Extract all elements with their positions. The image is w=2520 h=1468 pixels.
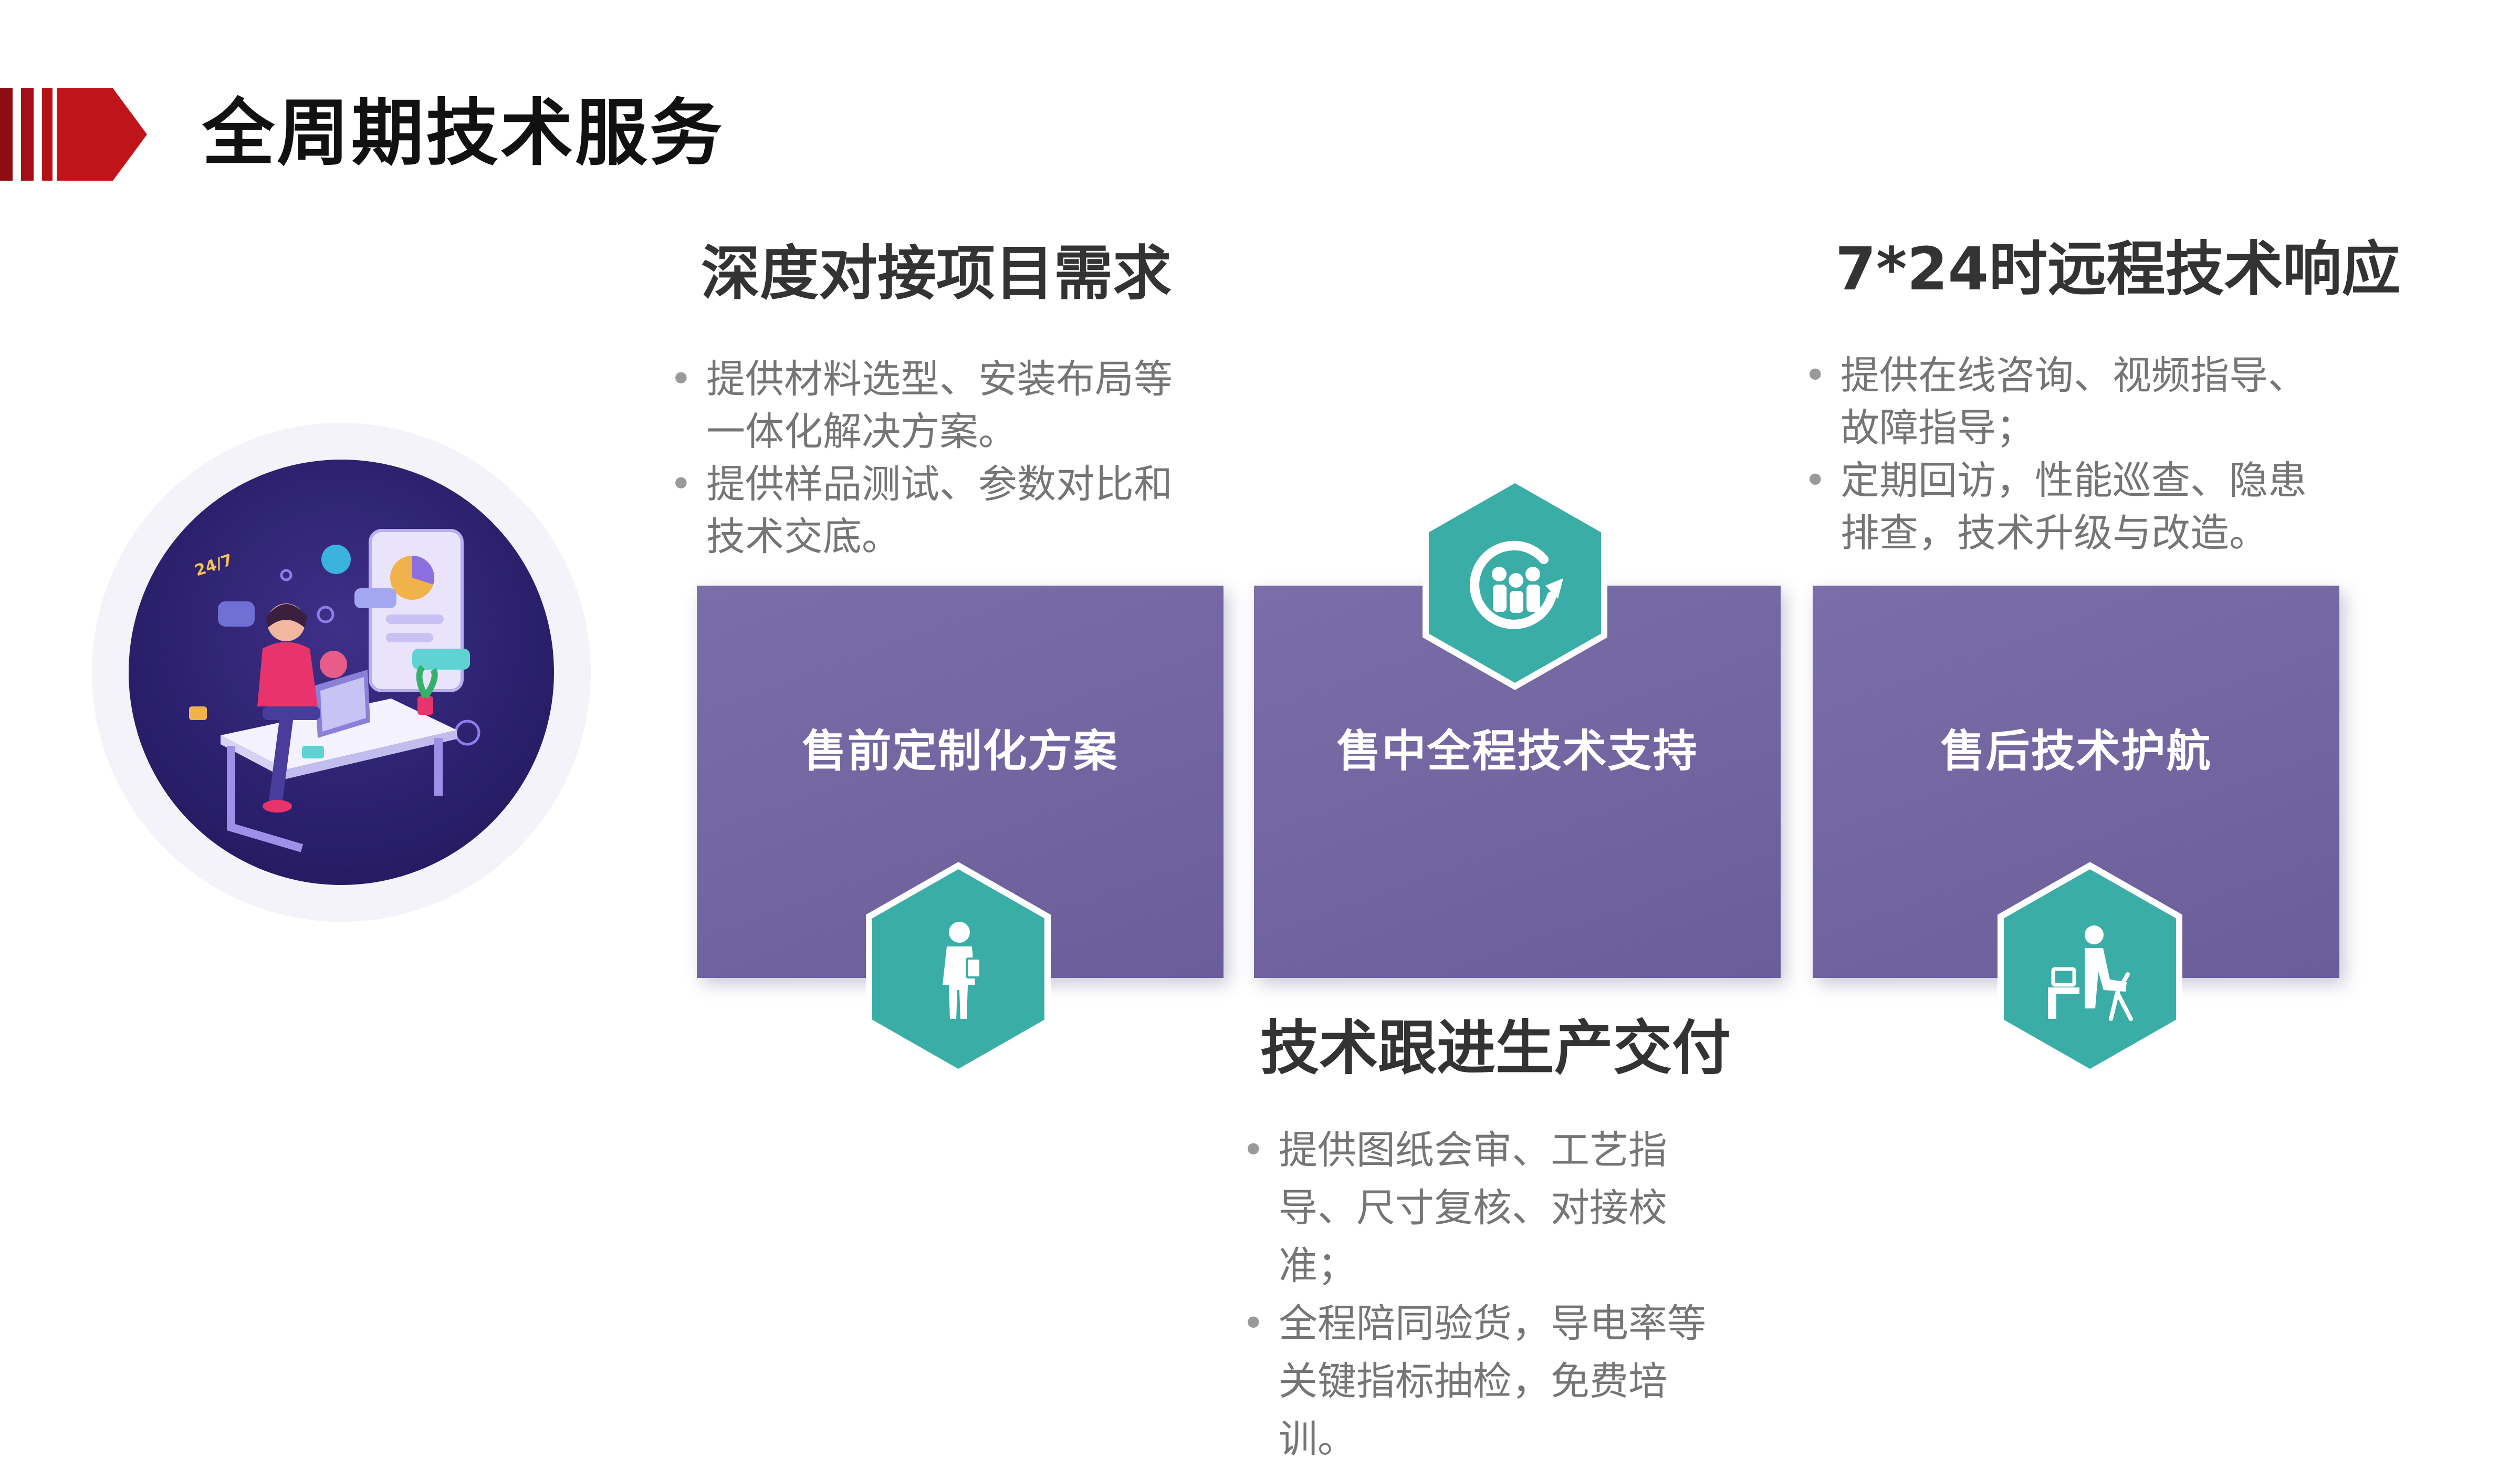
growth-team-icon (1423, 476, 1607, 690)
section-bullets-production-delivery: 提供图纸会审、工艺指导、尺寸复核、对接校准； 全程陪同验货，导电率等关键指标抽检… (1242, 1121, 1741, 1468)
section-bullets-remote-response: 提供在线咨询、视频指导、故障指导； 定期回访，性能巡查、隐患排查，技术升级与改造… (1804, 349, 2308, 559)
illustration-badge: 24/7 (193, 551, 235, 580)
card-presale-label: 售前定制化方案 (802, 725, 1118, 777)
bullet-item: 提供图纸会审、工艺指导、尺寸复核、对接校准； (1242, 1121, 1741, 1295)
section-title-remote-response: 7*24时远程技术响应 (1835, 235, 2401, 304)
bullet-item: 提供在线咨询、视频指导、故障指导； (1804, 349, 2308, 454)
bullet-item: 全程陪同验货，导电率等关键指标抽检，免费培训。 (1242, 1295, 1741, 1468)
presenter-icon (866, 862, 1051, 1076)
desk-worker-icon (1998, 862, 2182, 1076)
section-bullets-requirements: 提供材料选型、安装布局等一体化解决方案。 提供样品测试、参数对比和技术交底。 (670, 353, 1174, 563)
header-logo-mark (0, 88, 147, 181)
bullet-item: 提供材料选型、安装布局等一体化解决方案。 (670, 353, 1174, 458)
section-title-production-delivery: 技术跟进生产交付 (1260, 1014, 1731, 1082)
bullet-item: 定期回访，性能巡查、隐患排查，技术升级与改造。 (1804, 454, 2308, 559)
customer-service-illustration: 24/7 (129, 460, 554, 885)
card-insale-label: 售中全程技术支持 (1336, 725, 1698, 777)
card-aftersale-label: 售后技术护航 (1940, 725, 2212, 777)
page-title: 全周期技术服务 (202, 91, 725, 175)
bullet-item: 提供样品测试、参数对比和技术交底。 (670, 458, 1174, 563)
illustration-graphic: 24/7 (189, 529, 480, 852)
section-title-requirements: 深度对接项目需求 (701, 240, 1172, 308)
